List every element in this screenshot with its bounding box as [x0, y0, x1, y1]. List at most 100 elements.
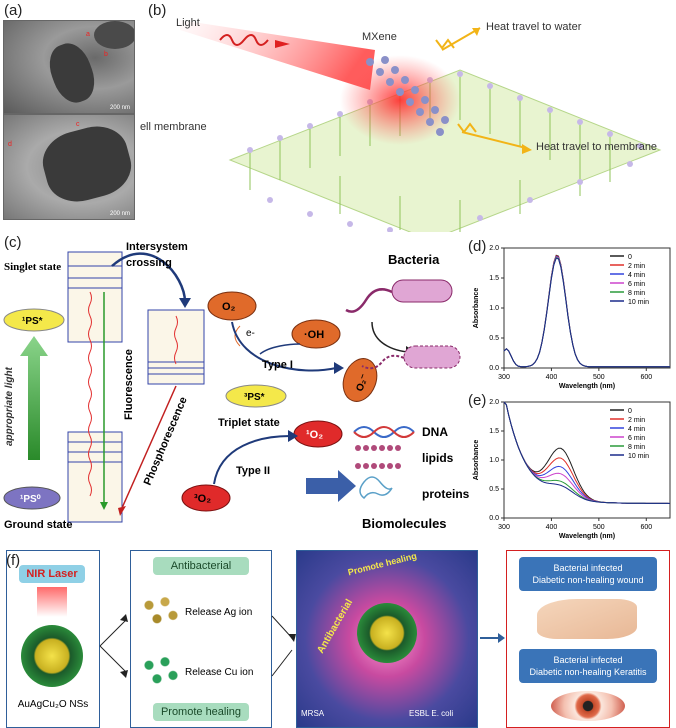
superoxide-ellipse	[342, 358, 378, 402]
excitation-arrow-icon	[20, 336, 48, 460]
big-arrow-icon	[306, 470, 356, 502]
bacterium-shape-2	[94, 21, 134, 49]
proteins-label: proteins	[422, 487, 470, 501]
marker-c: c	[76, 121, 80, 128]
oh-label: ·OH	[304, 329, 324, 341]
triplet-ps-ellipse	[225, 384, 287, 408]
nir-laser-badge: NIR Laser	[19, 565, 85, 583]
isc-label-1: Intersystem	[126, 241, 188, 253]
y-tick-label: 2.0	[489, 399, 499, 406]
light-arrow-icon	[275, 40, 290, 48]
bacterium-shape	[42, 37, 102, 109]
bacteria-label: Bacteria	[388, 252, 440, 267]
type1-arrow	[231, 321, 337, 372]
wound-title-badge: Bacterial infected Diabetic non-healing …	[519, 557, 657, 591]
proteins-icon	[359, 476, 393, 500]
marker-b: b	[104, 51, 108, 58]
legend-label: 6 min	[628, 435, 645, 442]
y-axis-label: Absorbance	[473, 288, 480, 329]
isc-arrow	[111, 252, 187, 303]
light-label: Light	[176, 17, 200, 29]
x-tick-label: 300	[498, 524, 510, 531]
singlet-levels-box	[67, 251, 123, 343]
tem-image-top: a b 200 nm	[3, 20, 135, 114]
heat-membrane-label: Heat travel to membrane	[536, 141, 657, 153]
inner-antibacterial-label: Antibacterial	[315, 597, 356, 656]
x-tick-label: 600	[640, 374, 652, 381]
result-arrow	[480, 633, 505, 643]
triplet-o2-label: ³O₂	[194, 493, 211, 505]
ps-excited-ellipse	[3, 308, 65, 332]
lipid-heads	[247, 71, 643, 232]
lipids-label: lipids	[422, 451, 454, 465]
triplet-ps-label: ³PS*	[244, 392, 265, 403]
ps-ground-ellipse	[3, 486, 61, 510]
heat-water-arrow	[441, 27, 481, 51]
application-box: Bacterial infected Diabetic non-healing …	[506, 550, 670, 728]
singlet-state-label: Singlet state	[4, 261, 61, 273]
scale-bar-text: 200 nm	[109, 105, 130, 111]
series-line	[503, 401, 671, 504]
panel-b-label: (b)	[148, 2, 167, 19]
triplet-o2-ellipse	[181, 484, 231, 512]
legend-label: 10 min	[628, 299, 649, 306]
legend-label: 0	[628, 254, 632, 261]
panel-f: NIR Laser AuAgCu₂O NSs Antibacterial Rel…	[6, 550, 670, 728]
legend-label: 2 min	[628, 417, 645, 424]
o2-ellipse	[207, 291, 257, 321]
legend-label: 8 min	[628, 290, 645, 297]
panel-f-label: (f)	[6, 552, 21, 569]
y-tick-label: 0.0	[489, 365, 499, 372]
esbl-label: ESBL E. coli	[409, 709, 454, 718]
y-tick-label: 1.0	[489, 305, 499, 312]
y-tick-label: 1.5	[489, 428, 499, 435]
x-axis-label: Wavelength (nm)	[559, 383, 615, 390]
legend-label: 6 min	[628, 281, 645, 288]
nanoparticle-icon	[21, 625, 83, 687]
legend-label: 2 min	[628, 263, 645, 270]
x-tick-label: 600	[640, 524, 652, 531]
x-tick-label: 500	[593, 524, 605, 531]
isc-label-2: crossing	[126, 257, 172, 269]
pdt-jablonski-diagram: Singlet state ¹PS* appropriate light ¹PS…	[3, 241, 470, 531]
legend-label: 8 min	[628, 444, 645, 451]
y-axis-label: Absorbance	[473, 440, 480, 481]
release-cu-label: Release Cu ion	[185, 667, 254, 678]
biomolecules-label: Biomolecules	[362, 516, 447, 531]
ps-excited-label: ¹PS*	[22, 316, 43, 327]
release-ag-label: Release Ag ion	[185, 607, 253, 618]
heat-water-label: Heat travel to water	[486, 21, 582, 33]
heat-membrane-icon	[457, 122, 477, 134]
inner-promote-label: Promote healing	[346, 550, 418, 578]
foot-illustration	[537, 599, 637, 639]
panel-c-label: (c)	[4, 234, 22, 251]
o2-label: O₂	[222, 301, 236, 313]
y-tick-label: 2.0	[489, 245, 499, 252]
bacteria-damaged	[403, 345, 461, 369]
x-tick-label: 400	[546, 374, 558, 381]
mxene-sheet	[366, 56, 449, 136]
merge-arrows	[271, 615, 296, 677]
ground-levels-box	[67, 431, 123, 523]
y-tick-label: 0.5	[489, 486, 499, 493]
ag-ions-icon	[141, 595, 181, 629]
branch-arrows	[99, 614, 128, 678]
legend-label: 10 min	[628, 453, 649, 460]
series-line	[503, 257, 670, 368]
bacterium-shape-3	[36, 119, 134, 209]
dna-icon	[353, 426, 415, 438]
tem-image-bottom: c d 200 nm	[3, 114, 135, 220]
panel-e-label: (e)	[468, 392, 487, 409]
mxene-membrane-diagram: MXene Heat travel to water Heat travel t…	[140, 17, 662, 232]
x-axis-label: Wavelength (nm)	[559, 533, 615, 540]
triplet-state-label: Triplet state	[218, 417, 280, 429]
y-tick-label: 1.0	[489, 457, 499, 464]
y-tick-label: 1.5	[489, 275, 499, 282]
singlet-o2-label: ¹O₂	[306, 429, 323, 441]
panel-a-label: (a)	[4, 2, 23, 19]
keratitis-title-badge: Bacterial infected Diabetic non-healing …	[519, 649, 657, 683]
ns-name-label: AuAgCu₂O NSs	[17, 699, 89, 710]
bacteria-intact	[391, 279, 453, 303]
